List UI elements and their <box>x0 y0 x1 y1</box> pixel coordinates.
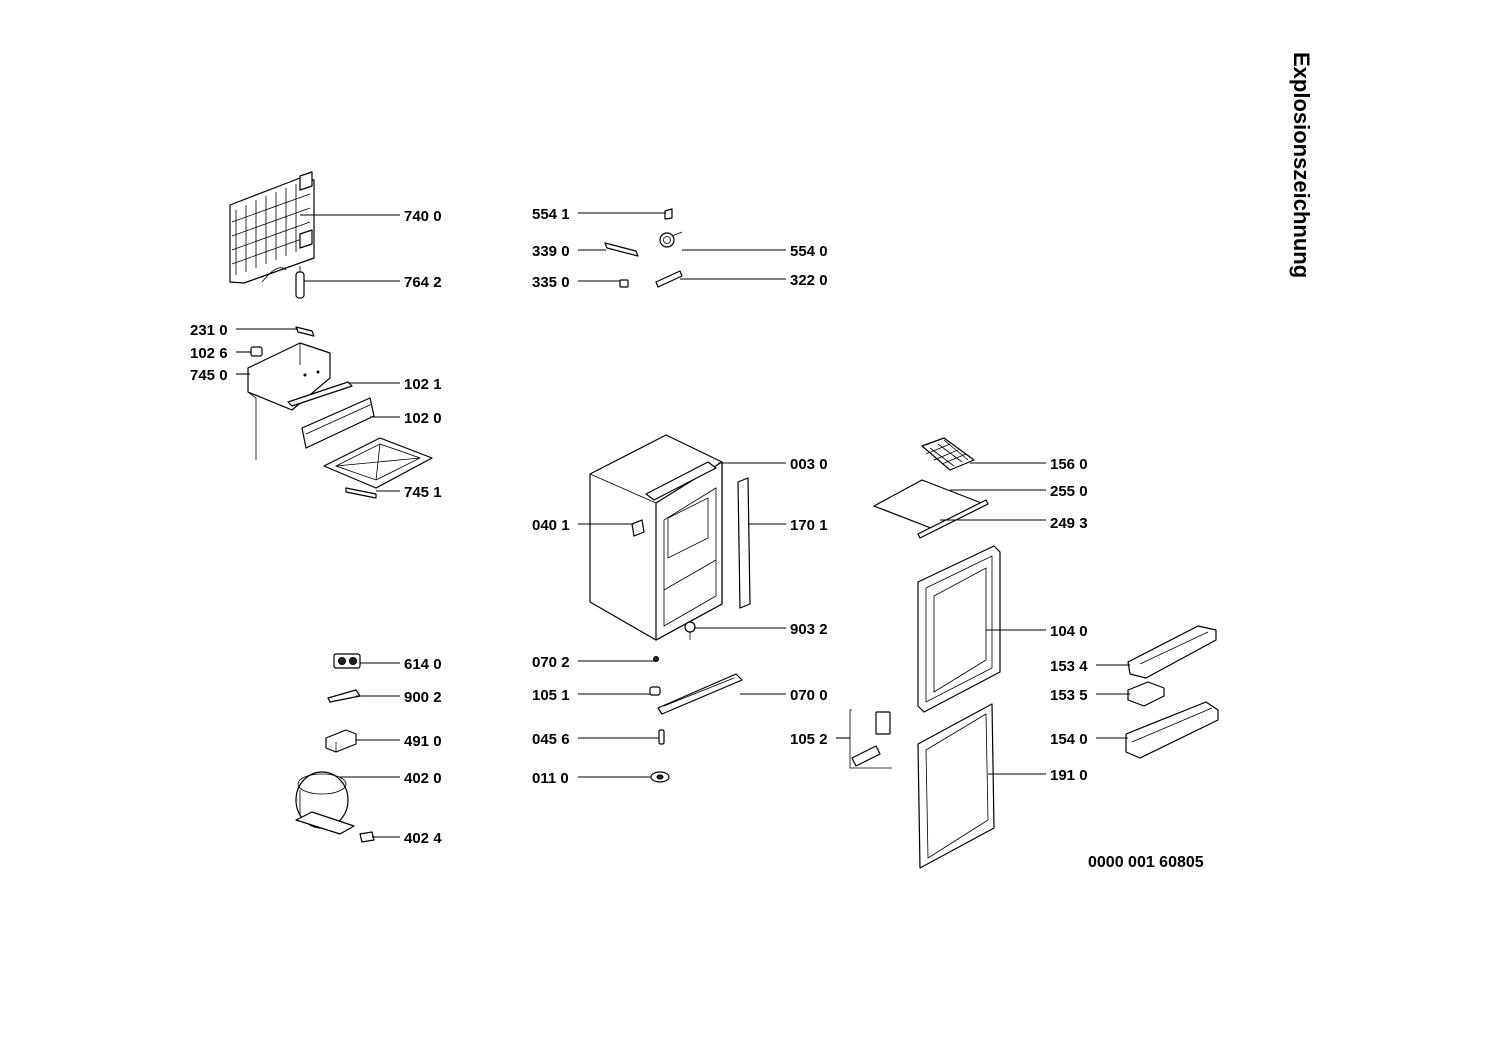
door-shelf-part <box>1125 701 1219 759</box>
freezer-shelf-part <box>873 479 985 531</box>
part-number-labels: 740 0 764 2 231 0 102 6 745 0 102 1 102 … <box>190 206 1088 847</box>
knob-part <box>619 279 629 288</box>
egg-tray-part <box>1127 681 1165 707</box>
fixture-part <box>250 346 263 357</box>
part-number-label: 070 2 <box>532 654 570 671</box>
hinge-pin-part <box>649 686 661 696</box>
drip-tray-part <box>323 437 433 499</box>
part-number-label: 764 2 <box>404 274 442 291</box>
bolt-part <box>658 729 665 745</box>
capillary-part <box>604 242 639 257</box>
part-number-label: 191 0 <box>1050 767 1088 784</box>
part-number-label: 402 0 <box>404 770 442 787</box>
clip-part <box>295 326 315 337</box>
part-number-label: 011 0 <box>532 770 569 787</box>
grommet-part <box>359 831 375 843</box>
door-part <box>917 545 1001 713</box>
hinge-clip-part <box>631 519 645 537</box>
part-number-label: 339 0 <box>532 243 570 260</box>
relay-part <box>333 653 361 669</box>
bracket-group <box>849 709 892 769</box>
condenser-part <box>229 171 315 284</box>
cover-box-part <box>325 729 357 753</box>
part-number-label: 102 1 <box>404 376 442 393</box>
part-number-label: 335 0 <box>532 274 570 291</box>
part-number-label: 231 0 <box>190 322 228 339</box>
thermostat-bracket-part <box>664 208 673 220</box>
ice-tray-part <box>921 437 975 471</box>
part-number-label: 745 1 <box>404 484 442 501</box>
side-strip-part <box>737 477 751 609</box>
diagram-title: Explosionszeichnung <box>1289 52 1314 278</box>
part-number-label: 102 0 <box>404 410 442 427</box>
part-number-label: 740 0 <box>404 208 442 225</box>
evaporator-plate-part <box>247 342 331 460</box>
part-number-label: 153 5 <box>1050 687 1088 704</box>
shelf-trim-part <box>917 499 989 539</box>
part-number-label: 070 0 <box>790 687 828 704</box>
part-number-label: 105 1 <box>532 687 570 704</box>
strip-part <box>287 381 353 407</box>
part-number-label: 104 0 <box>1050 623 1088 640</box>
dryer-filter-part <box>295 266 305 299</box>
drip-channel-part <box>301 397 375 449</box>
part-number-label: 040 1 <box>532 517 570 534</box>
thermostat-knob-part <box>659 231 683 248</box>
part-number-label: 491 0 <box>404 733 442 750</box>
part-number-label: 154 0 <box>1050 731 1088 748</box>
part-number-label: 900 2 <box>404 689 442 706</box>
part-number-label: 249 3 <box>1050 515 1088 532</box>
part-number-label: 554 1 <box>532 206 570 223</box>
part-number-label: 554 0 <box>790 243 828 260</box>
part-number-label: 102 6 <box>190 345 228 362</box>
part-number-label: 903 2 <box>790 621 828 638</box>
lamp-cover-part <box>655 270 683 288</box>
part-number-label: 402 4 <box>404 830 442 847</box>
part-number-label: 745 0 <box>190 367 228 384</box>
part-number-label: 156 0 <box>1050 456 1088 473</box>
washer-part <box>650 771 670 783</box>
document-number: 0000 001 60805 <box>1088 854 1204 871</box>
part-number-label: 170 1 <box>790 517 828 534</box>
door-handle-part <box>1127 625 1217 679</box>
part-number-label: 105 2 <box>790 731 828 748</box>
leader-lines <box>236 212 1130 838</box>
compressor-part <box>295 771 355 835</box>
clamp-part <box>327 689 361 703</box>
part-number-label: 255 0 <box>1050 483 1088 500</box>
part-number-label: 045 6 <box>532 731 570 748</box>
cabinet-part <box>589 434 723 641</box>
door-gasket-part <box>917 703 995 869</box>
foot-part <box>684 621 696 640</box>
part-number-label: 153 4 <box>1050 658 1088 675</box>
part-number-label: 614 0 <box>404 656 442 673</box>
hinge-bar-part <box>657 673 743 715</box>
screw-part <box>653 656 659 662</box>
part-number-label: 003 0 <box>790 456 828 473</box>
part-number-label: 322 0 <box>790 272 828 289</box>
